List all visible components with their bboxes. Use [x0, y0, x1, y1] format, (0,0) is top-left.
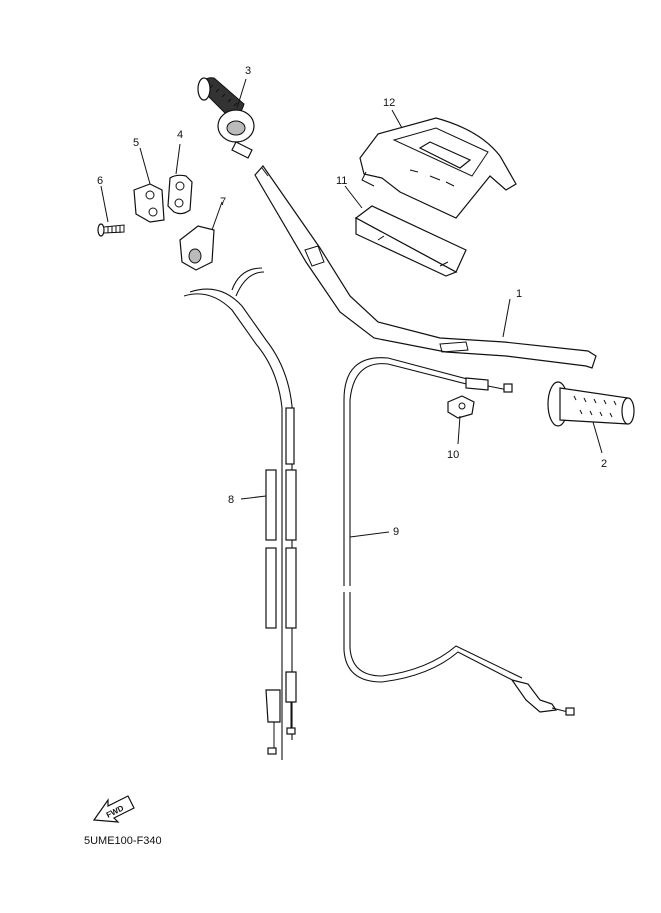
callout-4: 4: [177, 129, 183, 141]
handlebar-part: [254, 165, 597, 369]
throttle-grip-part: [197, 77, 255, 159]
callout-8: 8: [228, 494, 234, 506]
callout-1: 1: [516, 288, 522, 300]
holder-part: [167, 143, 193, 215]
pad-part: [344, 185, 467, 277]
callout-10: 10: [447, 449, 459, 461]
callout-2: 2: [601, 458, 607, 470]
adjuster-part: [447, 395, 475, 445]
callout-5: 5: [133, 137, 139, 149]
cover-part: [359, 109, 517, 219]
callout-9: 9: [393, 526, 399, 538]
holder-part-2: [133, 147, 165, 223]
screw-part: [97, 185, 125, 237]
callout-11: 11: [336, 175, 347, 187]
callout-3: 3: [245, 65, 251, 77]
diagram-code: 5UME100-F340: [84, 835, 162, 847]
clamp-part: [179, 201, 223, 271]
fwd-arrow-icon: FWD: [92, 795, 135, 823]
right-grip-part: [547, 381, 635, 454]
callout-6: 6: [97, 175, 103, 187]
callout-12: 12: [383, 97, 395, 109]
clutch-cable-part: [343, 357, 575, 716]
throttle-cable-part: [183, 267, 297, 760]
callout-7: 7: [220, 196, 226, 208]
